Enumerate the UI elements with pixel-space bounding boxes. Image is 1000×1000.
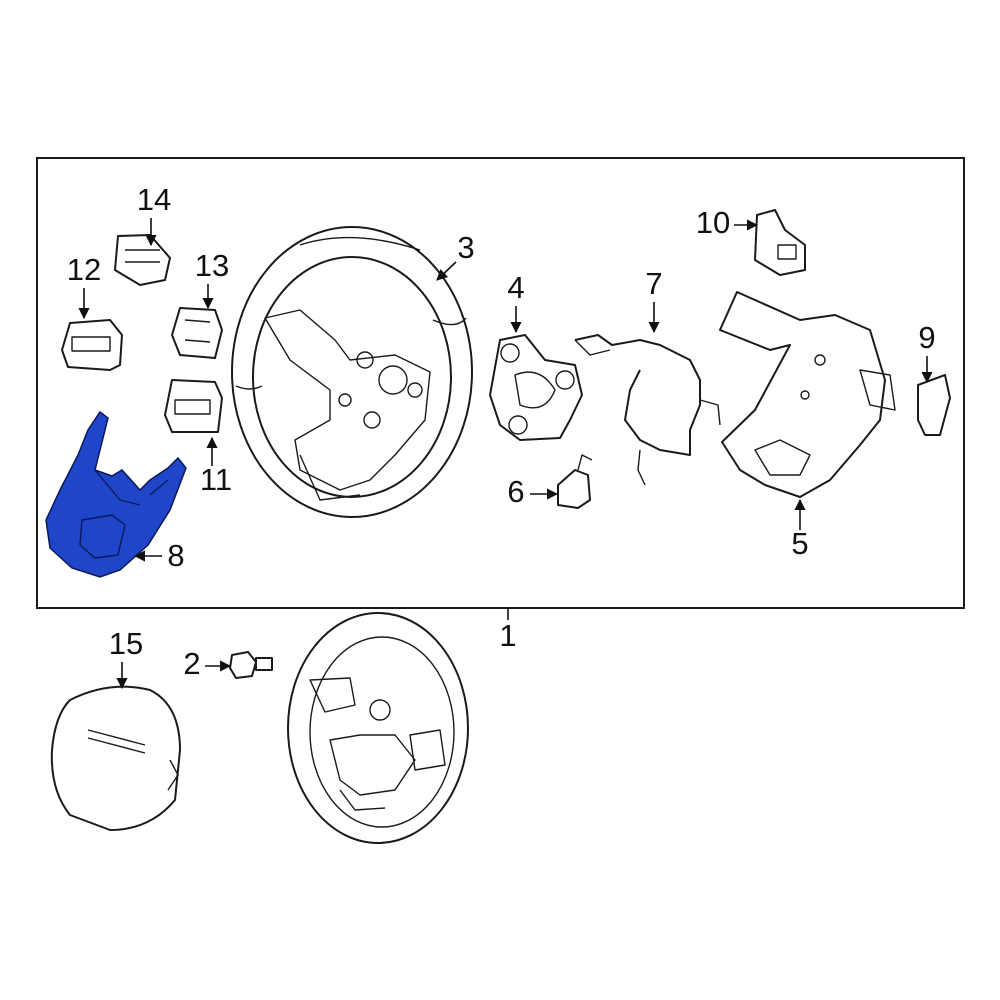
callout-11: 11 (200, 462, 232, 497)
part-8-lower-trim-highlighted[interactable] (45, 410, 187, 578)
part-2-bolt[interactable] (229, 651, 273, 679)
assembly-frame (36, 157, 965, 609)
callout-5: 5 (791, 526, 808, 561)
part-3-steering-wheel[interactable] (231, 226, 473, 518)
callout-12: 12 (67, 252, 101, 287)
callout-10: 10 (696, 205, 730, 240)
callout-3: 3 (457, 230, 474, 265)
callout-7: 7 (645, 266, 662, 301)
callout-4: 4 (507, 270, 524, 305)
callout-14: 14 (137, 182, 171, 217)
callout-2: 2 (183, 646, 200, 681)
callout-15: 15 (109, 626, 143, 661)
part-5-lower-cover[interactable] (719, 291, 896, 498)
callout-1: 1 (499, 618, 516, 653)
part-7-wiring-harness[interactable] (574, 334, 721, 486)
part-6-switch[interactable] (557, 454, 593, 509)
part-10-paddle-switch[interactable] (754, 209, 806, 276)
complete-steering-wheel-assembly[interactable] (287, 612, 469, 844)
part-14-bracket[interactable] (114, 234, 171, 286)
part-15-airbag[interactable] (50, 685, 181, 831)
part-11-switch[interactable] (164, 379, 223, 433)
callout-8: 8 (167, 538, 184, 573)
callout-6: 6 (507, 474, 524, 509)
part-9-clip[interactable] (917, 374, 951, 436)
part-13-bracket[interactable] (171, 307, 223, 359)
part-4-switch-bracket[interactable] (489, 334, 583, 441)
callout-13: 13 (195, 248, 229, 283)
callout-9: 9 (918, 320, 935, 355)
part-12-switch[interactable] (61, 319, 123, 371)
